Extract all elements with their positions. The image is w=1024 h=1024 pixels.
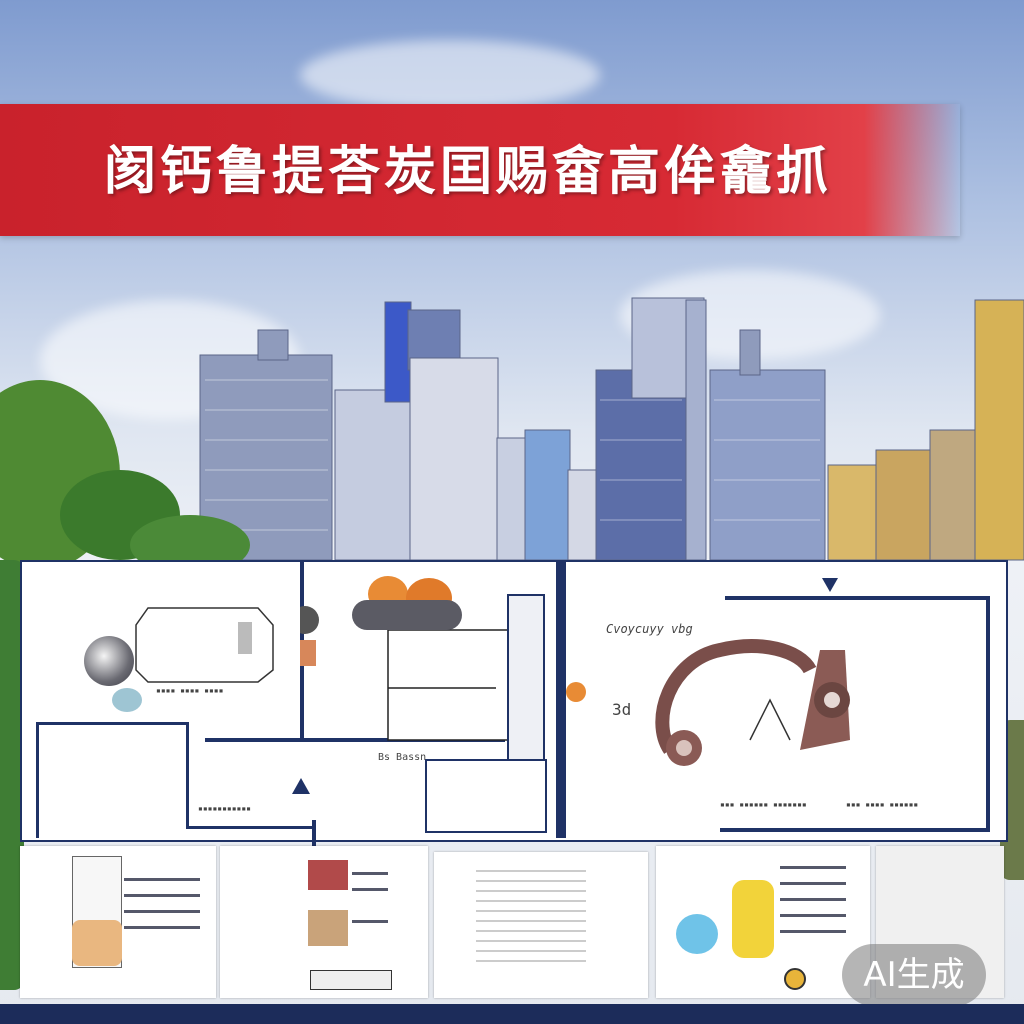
cloud [300,40,600,110]
center-rooms [300,594,547,833]
card-text-line [780,930,846,933]
plan-wall [36,722,39,838]
banner-title: 阂钙鲁提荅炭囯赐畲高侔龕抓 [104,141,833,202]
plan-wall [725,596,990,600]
yellow-bottle [732,880,774,958]
round-fixture [84,636,134,686]
card-text-line [352,888,388,891]
plan-wall [186,722,189,828]
room-outline [135,607,274,683]
plan-label: ▪▪▪▪▪▪▪▪▪▪▪ [198,804,251,813]
card-thumb [308,860,348,890]
card-text-line [780,898,846,901]
gray-fixture [352,600,462,630]
city-skyline [199,297,1024,561]
plan-wall [312,820,316,860]
plan-wall [720,828,990,832]
ai-generated-badge: AI生成 [842,944,986,1006]
card-text-line [780,914,846,917]
caption-right-b: 3d [612,700,632,719]
card-text-line [124,878,200,881]
card-text-line [352,920,388,923]
arrow-up-icon [292,778,310,794]
plan-wall [205,738,505,742]
diagram-legend: ▪▪▪ ▪▪▪▪▪▪ ▪▪▪▪▪▪▪ [720,800,807,809]
card-text-line [352,872,388,875]
caption-left: Bs Bassn [378,752,427,763]
card-thumb [308,910,348,946]
plan-wall [36,722,188,725]
chevron-down-icon [822,578,838,592]
machine-illustration [655,639,850,766]
card-text-line [124,926,200,929]
plan-wall [556,562,566,838]
plan-wall [186,826,316,829]
card-text-line [124,910,200,913]
blue-cup [676,914,718,954]
orange-icon [784,968,806,990]
plan-wall [986,596,990,832]
card-thumb [476,862,586,962]
card-thumb [310,970,392,990]
card-text-line [124,894,200,897]
plan-label: ▪▪▪▪ ▪▪▪▪ ▪▪▪▪ [156,686,224,695]
bottom-strip [0,1004,1024,1024]
orange-dot [566,682,586,702]
diagram-legend: ▪▪▪ ▪▪▪▪ ▪▪▪▪▪▪ [846,800,919,809]
card-text-line [780,866,846,869]
card-text-line [780,882,846,885]
title-banner [0,104,960,236]
fixture-dots [112,688,142,712]
caption-right-a: Cvoycuyy vbg [606,622,693,636]
card-thumb [72,920,122,966]
